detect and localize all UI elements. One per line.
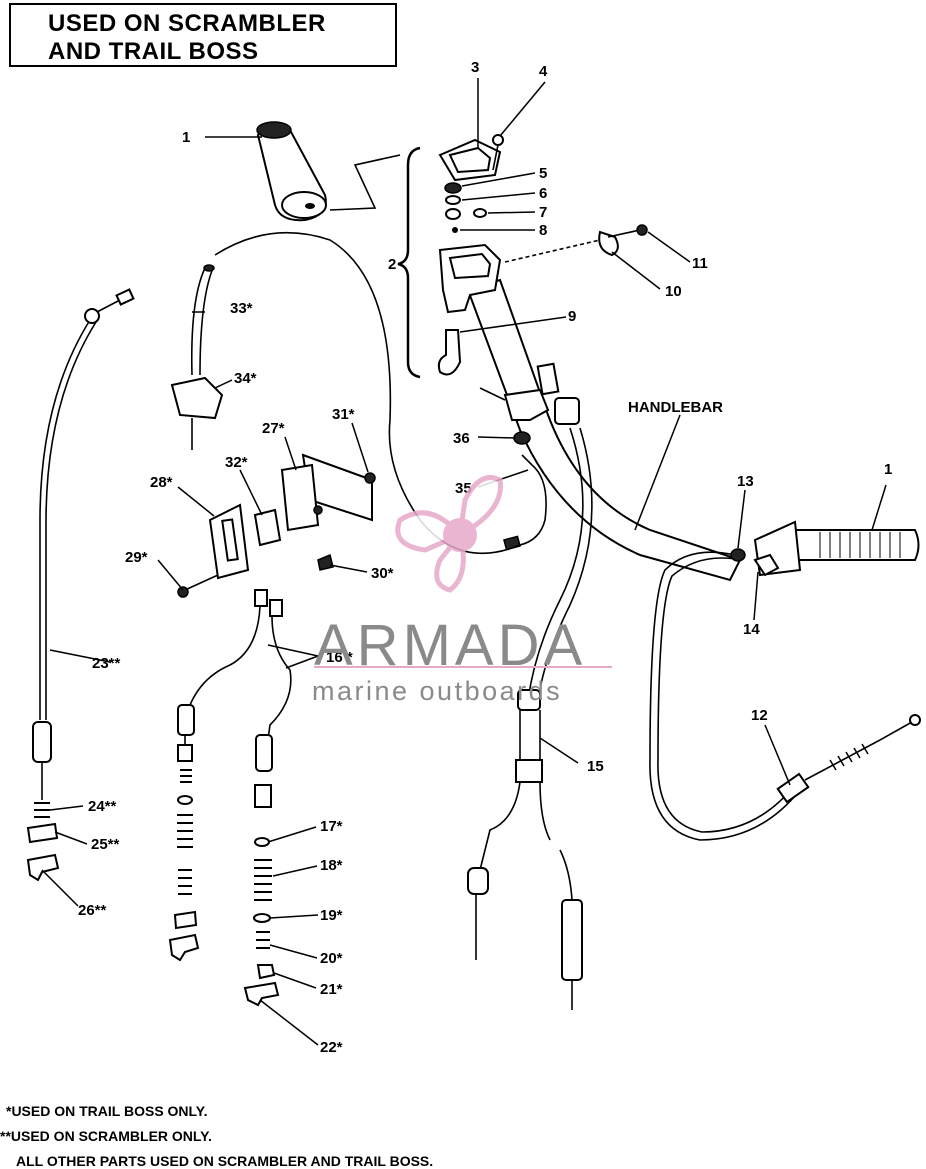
callout-28: 28*	[150, 474, 173, 491]
title-line-1: USED ON SCRAMBLER	[48, 10, 326, 37]
callout-22: 22*	[320, 1039, 343, 1056]
switch-assembly	[177, 453, 376, 598]
callout-9: 9	[568, 308, 576, 325]
callout-1-left: 1	[182, 129, 190, 146]
callout-36: 36	[453, 430, 470, 447]
callout-4: 4	[539, 63, 548, 80]
harness-16	[168, 589, 292, 1007]
callout-24: 24**	[88, 798, 117, 815]
callout-33: 33*	[230, 300, 253, 317]
callout-17: 17*	[320, 818, 343, 835]
callout-26: 26**	[78, 902, 107, 919]
callout-34: 34*	[234, 370, 257, 387]
callout-8: 8	[539, 222, 547, 239]
throttle-cable	[467, 362, 593, 1010]
callout-15: 15	[587, 758, 604, 775]
note-all: ALL OTHER PARTS USED ON SCRAMBLER AND TR…	[16, 1153, 434, 1169]
handlebar-label: HANDLEBAR	[628, 399, 723, 416]
callout-11: 11	[692, 255, 708, 272]
callout-25: 25**	[91, 836, 120, 853]
title-box: USED ON SCRAMBLER AND TRAIL BOSS	[9, 3, 397, 67]
callout-30: 30*	[371, 565, 394, 582]
propeller-logo	[395, 475, 503, 593]
callout-32: 32*	[225, 454, 248, 471]
left-grip	[256, 121, 401, 222]
right-cable	[649, 548, 921, 841]
leader-lines	[41, 78, 887, 1046]
callout-12: 12	[751, 707, 768, 724]
lever-bracket	[479, 387, 550, 551]
note-trail-boss: *USED ON TRAIL BOSS ONLY.	[6, 1103, 208, 1119]
brand-tagline: marine outboards	[312, 676, 563, 706]
title-line-2: AND TRAIL BOSS	[48, 38, 259, 65]
callout-23: 23**	[92, 655, 121, 672]
callout-14: 14	[743, 621, 760, 638]
cable-23	[26, 288, 135, 882]
callout-27: 27*	[262, 420, 285, 437]
callout-6: 6	[539, 185, 547, 202]
note-scrambler: **USED ON SCRAMBLER ONLY.	[0, 1128, 212, 1144]
cable-clamp	[504, 224, 648, 263]
brand-watermark: ARMADA marine outboards	[300, 560, 630, 710]
brand-underline	[314, 666, 612, 668]
callout-31: 31*	[332, 406, 355, 423]
brand-name: ARMADA	[314, 613, 587, 678]
callouts: 1 1 2 3 4 5 6 7 8 9 10 11 12 13 14 15 16…	[78, 59, 892, 1056]
callout-20: 20*	[320, 950, 343, 967]
throttle-housing	[397, 134, 504, 379]
callout-19: 19*	[320, 907, 343, 924]
callout-10: 10	[665, 283, 682, 300]
handlebar	[466, 278, 742, 582]
callout-3: 3	[471, 59, 479, 76]
callout-18: 18*	[320, 857, 343, 874]
callout-7: 7	[539, 204, 547, 221]
callout-2: 2	[388, 256, 396, 273]
callout-1-right: 1	[884, 461, 892, 478]
callout-16: 16 *	[326, 649, 353, 666]
right-grip	[753, 520, 920, 577]
callout-13: 13	[737, 473, 754, 490]
callout-29: 29*	[125, 549, 148, 566]
callout-21: 21*	[320, 981, 343, 998]
callout-5: 5	[539, 165, 547, 182]
